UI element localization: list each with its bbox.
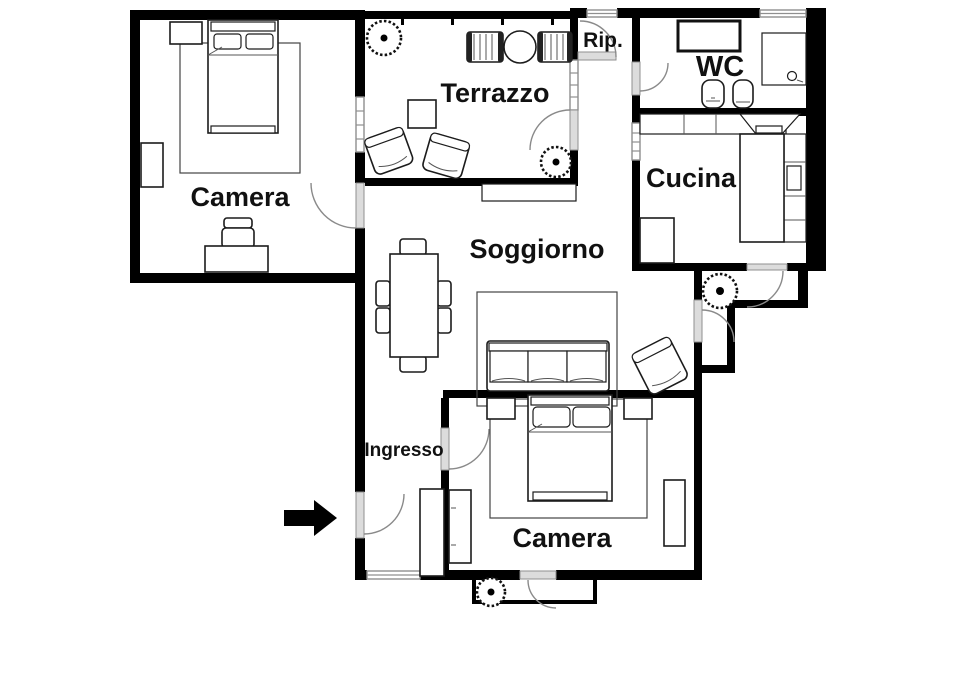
kitchen-island bbox=[739, 133, 785, 243]
soggiorno-furniture bbox=[375, 183, 688, 407]
dining-chair bbox=[399, 238, 427, 256]
bidet bbox=[732, 79, 754, 109]
armchair bbox=[364, 126, 414, 175]
dining-chair bbox=[436, 280, 452, 307]
nightstand bbox=[623, 397, 653, 420]
label-rip: Rip. bbox=[583, 29, 623, 52]
dining-set bbox=[375, 238, 452, 373]
plant-icon bbox=[539, 145, 573, 179]
label-terrazzo: Terrazzo bbox=[440, 78, 549, 108]
dining-chair bbox=[375, 307, 391, 334]
room-labels: Camera Terrazzo Rip. WC Cucina Soggiorno… bbox=[190, 29, 744, 553]
window-terrazzo-hall bbox=[569, 59, 579, 111]
label-ingresso: Ingresso bbox=[364, 440, 443, 461]
door-camera1 bbox=[310, 182, 365, 229]
window-ingresso bbox=[366, 570, 421, 580]
single-bed bbox=[207, 19, 279, 134]
terrazzo-furniture bbox=[364, 19, 573, 180]
camera1-furniture bbox=[140, 19, 301, 273]
balcony-plant-icon bbox=[475, 576, 507, 608]
wardrobe bbox=[448, 489, 472, 564]
door-cucina bbox=[746, 263, 788, 308]
door-terrazzo bbox=[529, 109, 579, 151]
dresser bbox=[140, 142, 164, 188]
dining-chair bbox=[399, 355, 427, 373]
kitchen-counter bbox=[639, 113, 807, 243]
label-soggiorno: Soggiorno bbox=[470, 234, 605, 264]
cucina-furniture bbox=[639, 113, 807, 264]
walls bbox=[130, 8, 826, 604]
sideboard bbox=[481, 183, 577, 202]
dining-table bbox=[389, 253, 439, 358]
label-cucina: Cucina bbox=[646, 163, 737, 193]
window-rip bbox=[586, 9, 618, 18]
sun-lounger bbox=[537, 31, 573, 63]
shower bbox=[761, 32, 807, 86]
door-wc bbox=[631, 61, 669, 96]
corridor-plant-icon bbox=[701, 272, 739, 310]
ingresso-furniture bbox=[419, 488, 445, 577]
window-cucina bbox=[631, 122, 641, 161]
armchair bbox=[631, 336, 688, 395]
door-camera2 bbox=[440, 427, 490, 471]
sink bbox=[786, 165, 802, 191]
door-corridor bbox=[693, 299, 735, 343]
side-table bbox=[407, 99, 437, 129]
dining-chair bbox=[375, 280, 391, 307]
camera2-furniture bbox=[448, 394, 686, 564]
sun-lounger bbox=[466, 31, 504, 63]
label-camera-1: Camera bbox=[190, 182, 290, 212]
desk bbox=[204, 245, 269, 273]
label-camera-2: Camera bbox=[512, 523, 612, 553]
doors bbox=[310, 20, 788, 609]
window-camera1-terrazzo bbox=[355, 96, 365, 153]
double-bed bbox=[527, 394, 613, 502]
door-entrance bbox=[355, 491, 405, 539]
entrance-arrow-icon bbox=[284, 500, 337, 536]
wc-fixtures bbox=[676, 19, 807, 109]
toilet bbox=[701, 79, 725, 109]
sofa bbox=[486, 340, 610, 392]
armchair bbox=[422, 132, 471, 180]
window-wc bbox=[759, 9, 807, 18]
label-wc: WC bbox=[696, 51, 744, 83]
cabinet bbox=[639, 217, 675, 264]
dresser bbox=[663, 479, 686, 547]
windows bbox=[355, 9, 807, 580]
nightstand bbox=[486, 397, 516, 420]
dining-chair bbox=[436, 307, 452, 334]
plant-icon bbox=[365, 19, 403, 57]
door-balcony bbox=[519, 570, 557, 609]
chair bbox=[221, 217, 255, 249]
round-table bbox=[503, 30, 537, 64]
wardrobe bbox=[419, 488, 445, 577]
door-rip bbox=[577, 20, 617, 61]
bathtub bbox=[676, 19, 742, 53]
nightstand bbox=[169, 21, 203, 45]
